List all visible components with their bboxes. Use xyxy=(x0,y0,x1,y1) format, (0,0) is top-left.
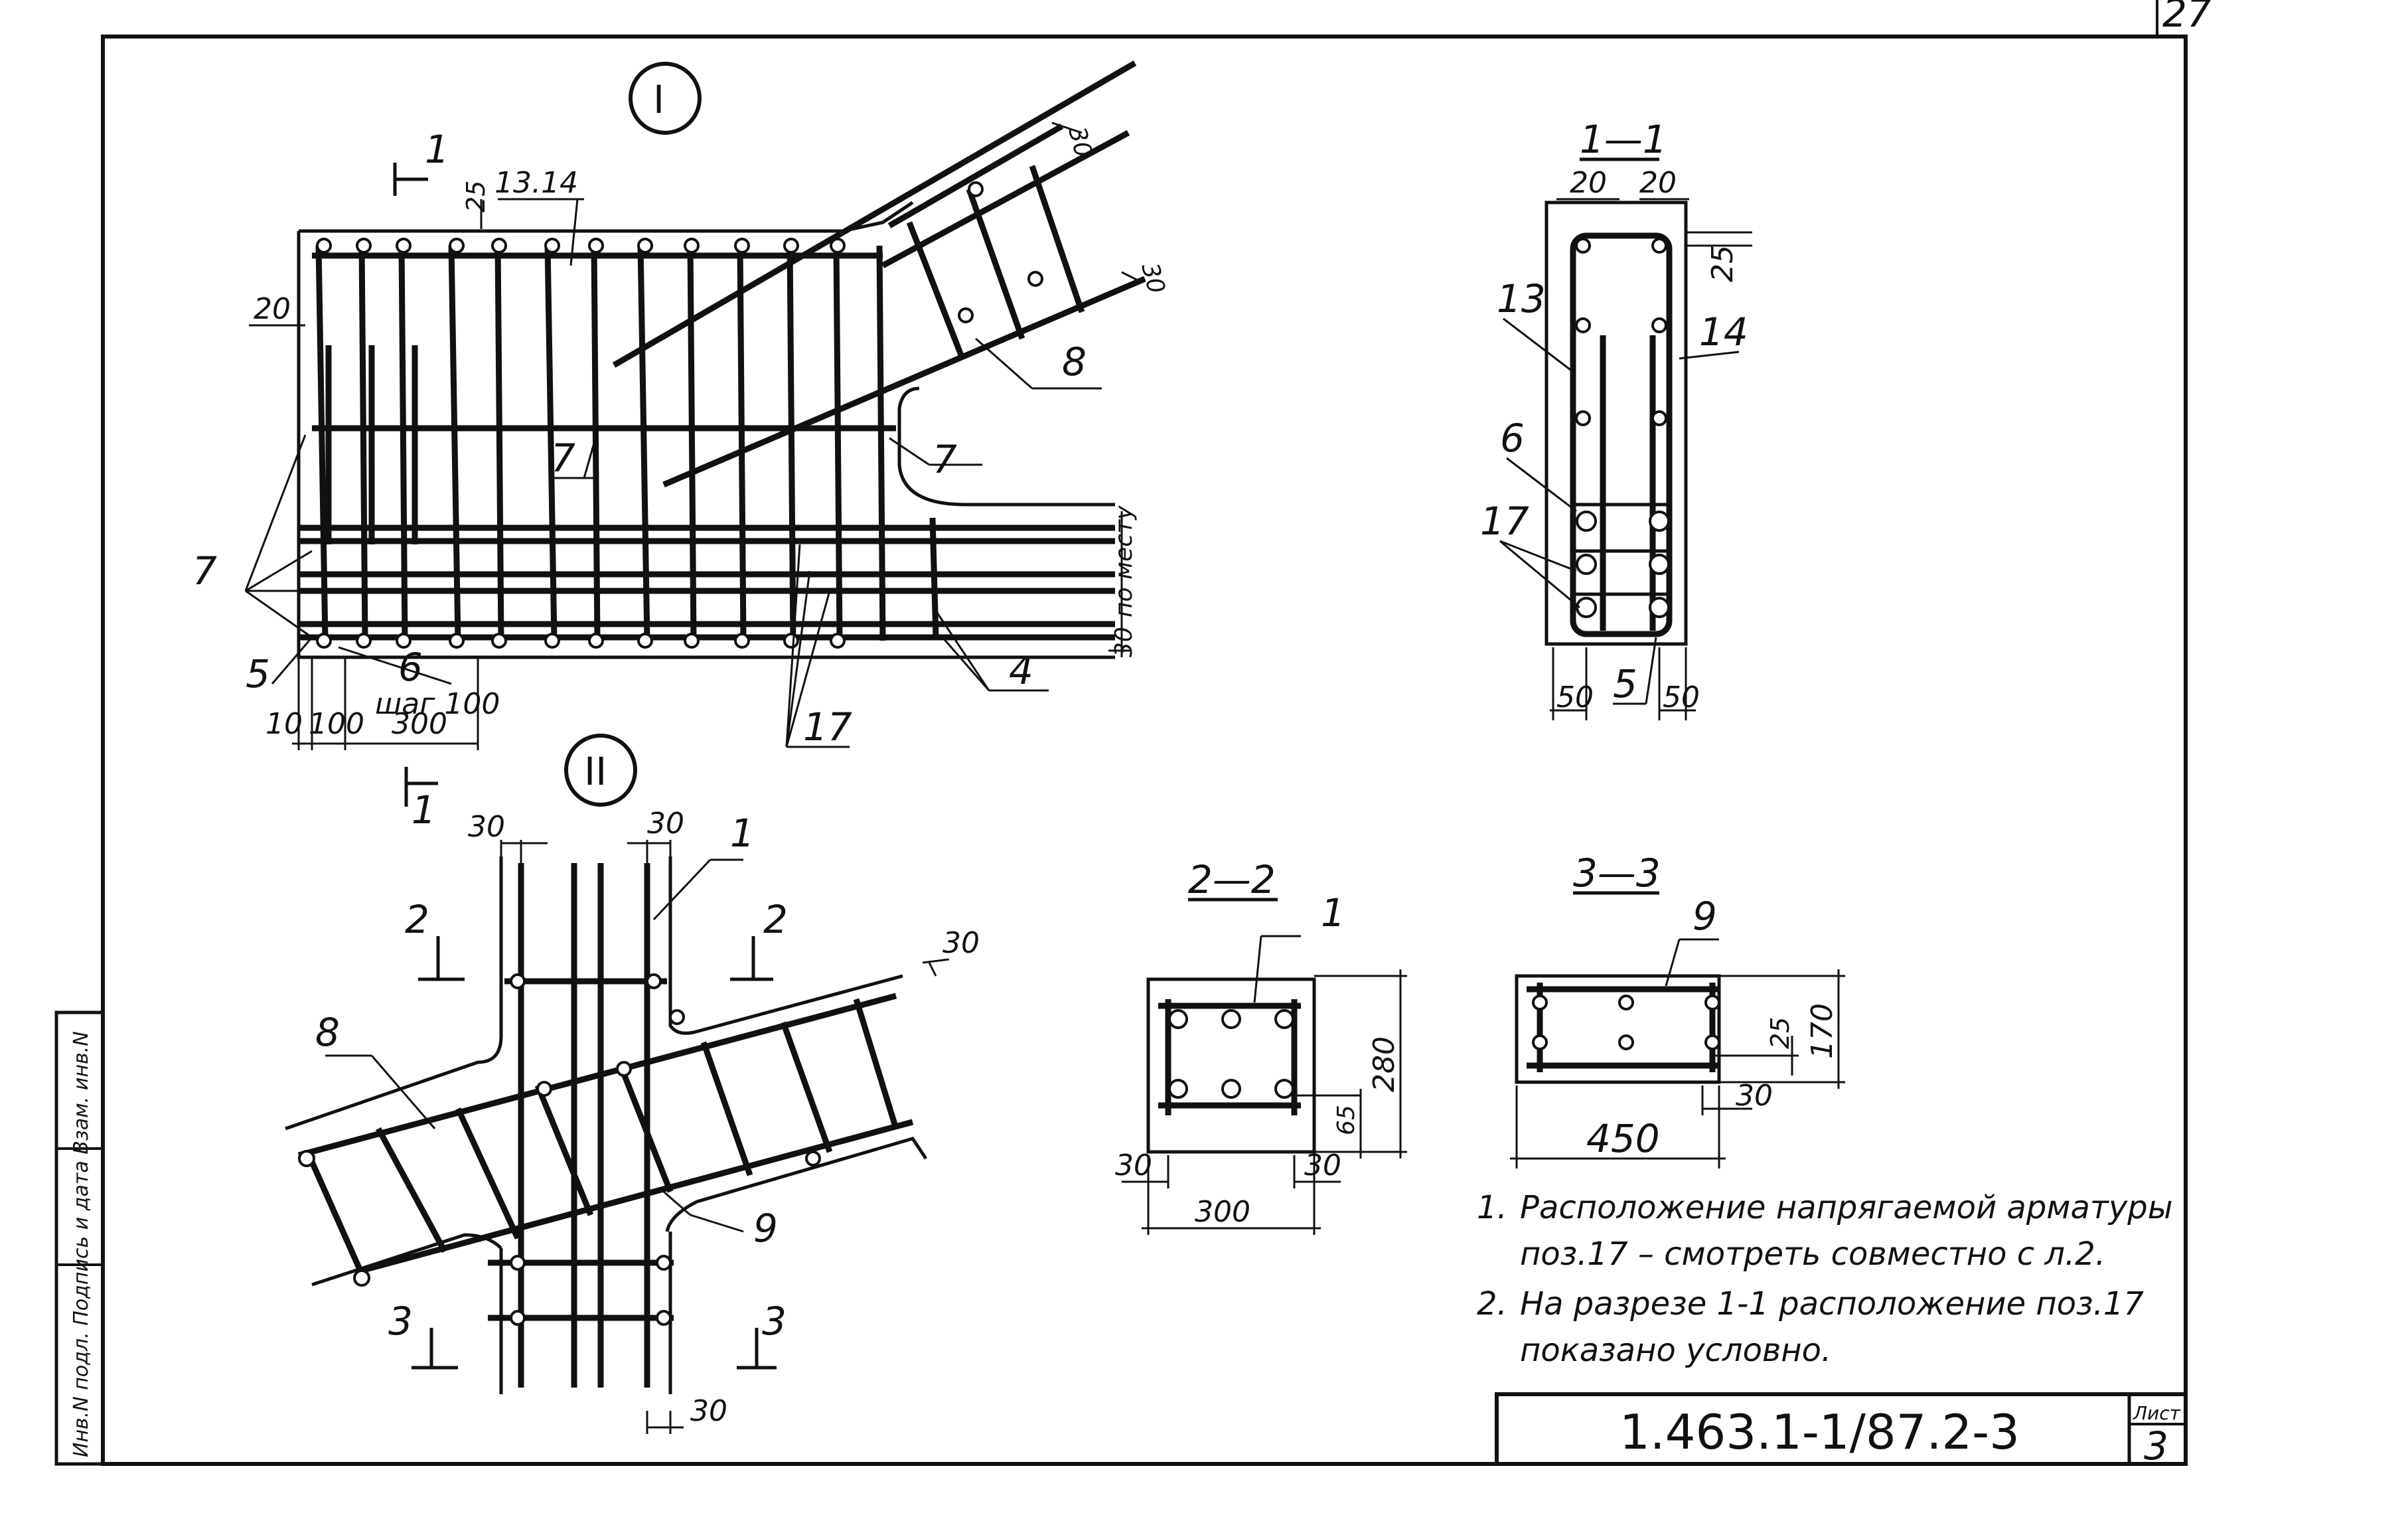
section-1-1-dim-50-right: 50 xyxy=(1663,681,1700,714)
section-2-2-dim-30-left: 30 xyxy=(1115,1149,1152,1182)
section-2-2-dim-30-right: 30 xyxy=(1304,1149,1341,1182)
node-I-label-step: шаг 100 xyxy=(375,687,500,721)
node-II-cut-2-right: 2 xyxy=(763,897,788,942)
section-2-2-drawing: 2—2 1 280 65 30 30 300 xyxy=(1115,857,1407,1235)
node-I-label-25: 25 xyxy=(461,181,490,212)
section-1-1-dim-20-left: 20 xyxy=(1570,166,1607,200)
note-2-line1: На разрезе 1-1 расположение поз.17 xyxy=(1520,1285,2144,1323)
section-1-1-dim-50-left: 50 xyxy=(1556,681,1594,714)
node-I-label-30-c: 30 xyxy=(1136,260,1169,297)
node-II-label-1: 1 xyxy=(730,811,755,856)
section-3-3-drawing: 3—3 9 25 170 30 450 xyxy=(1510,850,1845,1168)
drawing-designation: 1.463.1-1/87.2-3 xyxy=(1619,1404,2020,1460)
section-1-1-label-17: 17 xyxy=(1480,499,1529,544)
node-I-label-7-c: 7 xyxy=(192,548,217,594)
section-1-1-label-5: 5 xyxy=(1613,661,1637,706)
node-I-label-in-place: по месту xyxy=(1110,505,1138,617)
node-I-dim-300: 300 xyxy=(392,707,447,741)
section-2-2-dim-300: 300 xyxy=(1195,1195,1250,1229)
section-1-1-dim-25: 25 xyxy=(1706,245,1740,282)
node-II-label-9: 9 xyxy=(753,1206,778,1251)
node-I-dim-10: 10 xyxy=(265,707,303,741)
node-II-section-mark: 1 xyxy=(412,787,436,833)
section-2-2-dim-280: 280 xyxy=(1367,1036,1401,1092)
note-1-line2: поз.17 – смотреть совместно с л.2. xyxy=(1520,1236,2105,1273)
section-1-1-drawing: 1—1 20 xyxy=(1480,117,1752,720)
section-1-1-title: 1—1 xyxy=(1580,117,1667,162)
list-label: Лист xyxy=(2133,1402,2181,1424)
node-I-label-20: 20 xyxy=(254,292,291,326)
notes-block: 1. Расположение напрягаемой арматуры поз… xyxy=(1477,1189,2173,1369)
node-II-cut-2-left: 2 xyxy=(405,897,429,942)
note-2-line2: показано условно. xyxy=(1520,1332,1831,1369)
section-3-3-dim-450: 450 xyxy=(1586,1116,1660,1161)
side-stamp: Инв.N подл. Подпись и дата Взам. инв.N xyxy=(70,1031,93,1457)
list-number: 3 xyxy=(2144,1423,2168,1469)
note-2-number: 2. xyxy=(1477,1285,1507,1323)
node-I-drawing: I 1 xyxy=(192,60,1170,750)
node-II-marker: II xyxy=(584,749,607,794)
node-I-label-7-b: 7 xyxy=(933,437,957,482)
section-3-3-dim-170: 170 xyxy=(1805,1003,1839,1059)
section-2-2-dim-65: 65 xyxy=(1333,1105,1360,1135)
note-1-line1: Расположение напрягаемой арматуры xyxy=(1520,1189,2173,1226)
node-I-dim-100: 100 xyxy=(309,707,364,741)
node-I-label-8: 8 xyxy=(1062,339,1087,384)
node-II-cut-3-left: 3 xyxy=(388,1299,413,1344)
node-II-label-30-c: 30 xyxy=(942,926,980,960)
node-II-drawing: II 1 xyxy=(285,734,980,1434)
node-II-cut-3-right: 3 xyxy=(762,1299,787,1344)
section-3-3-title: 3—3 xyxy=(1573,850,1661,896)
sheet-frame xyxy=(54,0,2188,1466)
node-I-label-17: 17 xyxy=(803,704,852,750)
node-I-label-5: 5 xyxy=(246,651,270,696)
node-I-label-13-14: 13.14 xyxy=(494,166,578,200)
node-I-section-mark: 1 xyxy=(425,127,449,172)
node-II-label-30-d: 30 xyxy=(690,1394,727,1428)
node-II-label-30-a: 30 xyxy=(468,810,505,844)
section-1-1-dim-20-right: 20 xyxy=(1639,166,1677,200)
node-I-label-6: 6 xyxy=(398,645,423,690)
section-2-2-label-1: 1 xyxy=(1321,890,1345,935)
corner-number: 27 xyxy=(2162,0,2212,36)
note-1-number: 1. xyxy=(1477,1189,1507,1226)
node-II-label-30-b: 30 xyxy=(647,807,684,841)
node-I-marker: I xyxy=(653,77,664,122)
section-1-1-label-13: 13 xyxy=(1497,276,1546,321)
node-I-label-30-a: 30 xyxy=(1110,627,1138,657)
section-3-3-label-9: 9 xyxy=(1693,894,1717,939)
node-I-label-7-a: 7 xyxy=(551,436,575,481)
section-3-3-dim-30: 30 xyxy=(1736,1079,1773,1113)
node-I-label-4: 4 xyxy=(1009,648,1033,693)
node-II-label-8: 8 xyxy=(315,1010,340,1055)
section-2-2-title: 2—2 xyxy=(1188,857,1276,902)
section-3-3-dim-25: 25 xyxy=(1766,1017,1795,1049)
section-1-1-label-6: 6 xyxy=(1500,416,1525,461)
section-1-1-label-14: 14 xyxy=(1699,309,1748,355)
